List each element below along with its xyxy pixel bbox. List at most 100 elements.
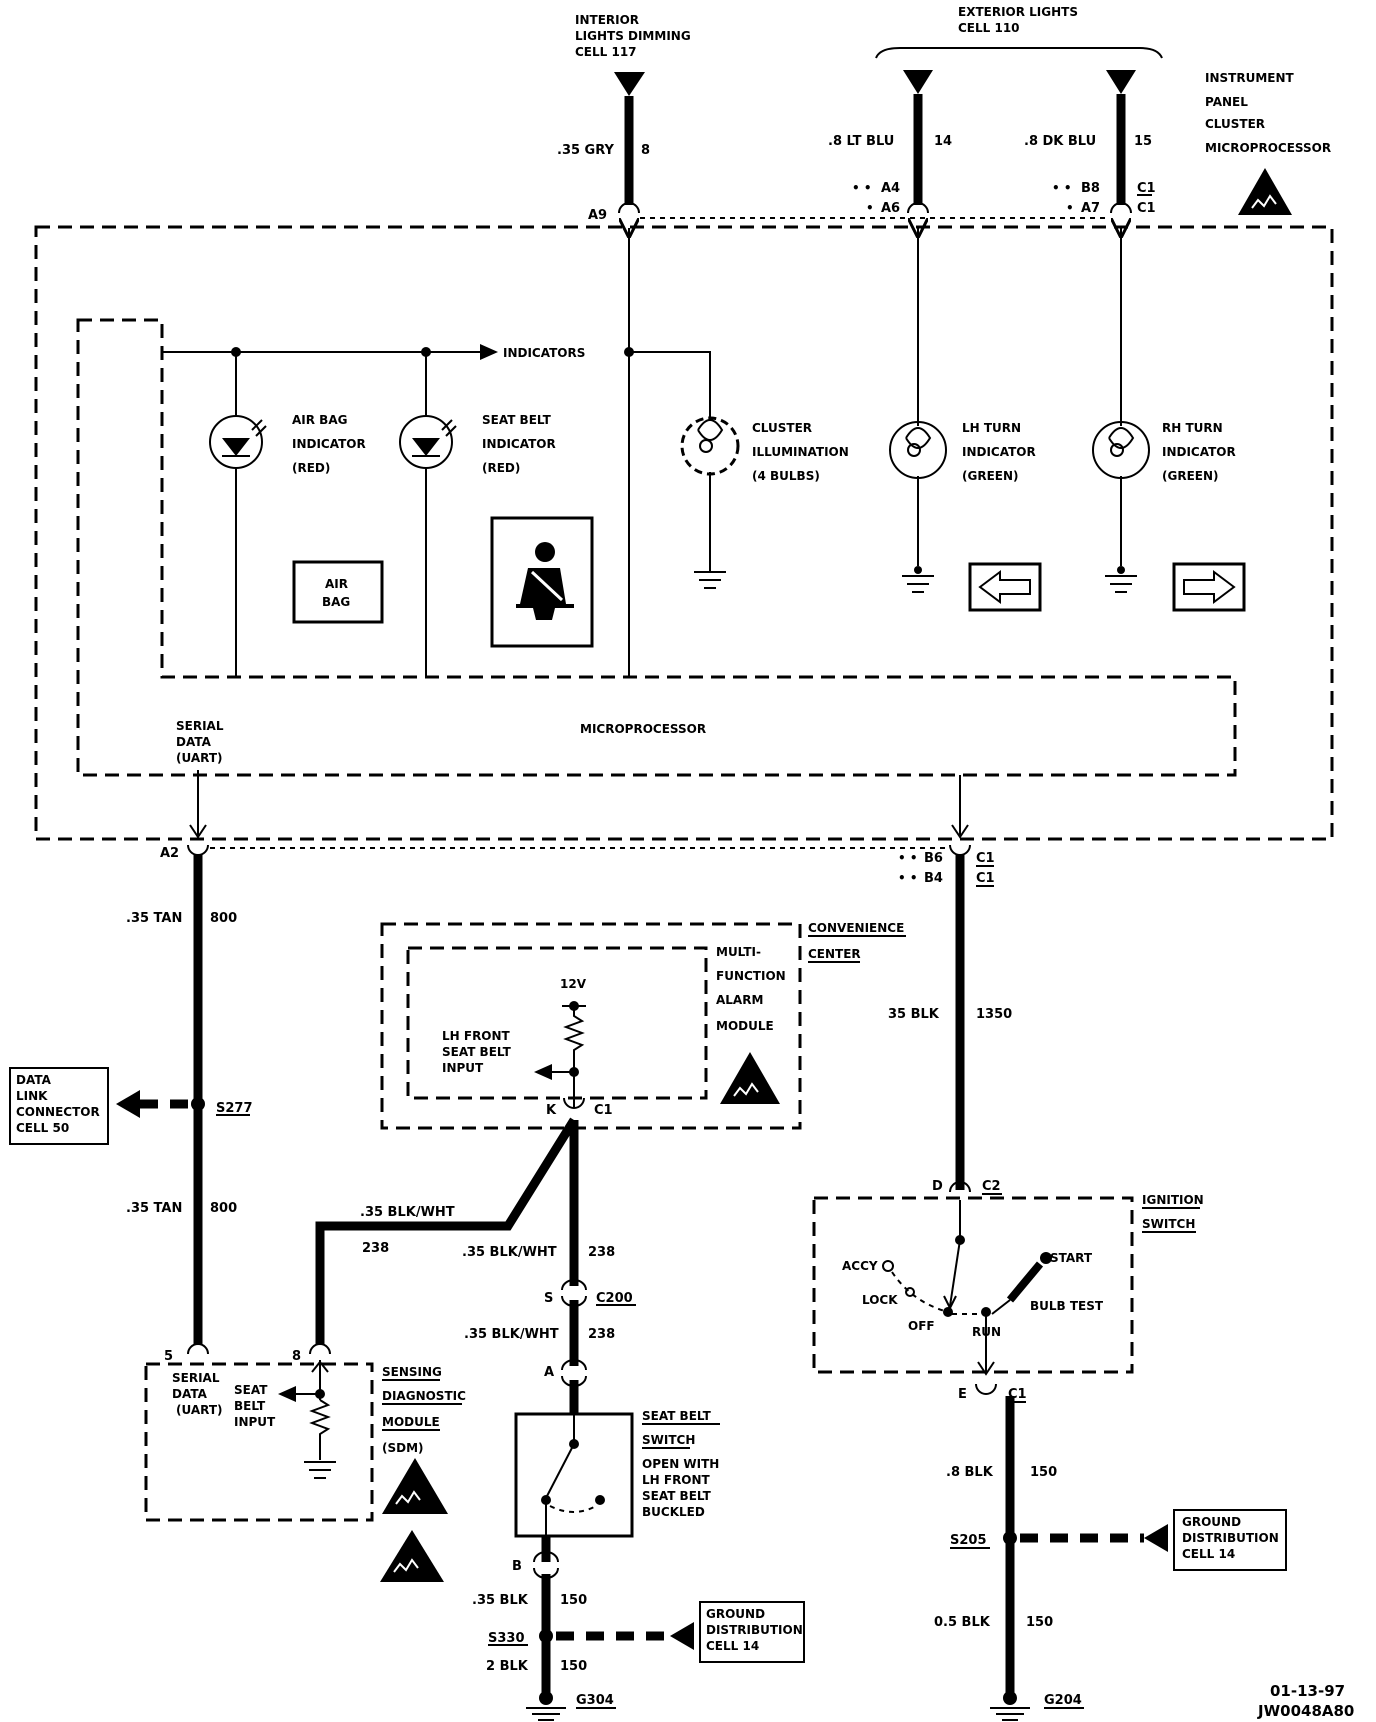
svg-text:SERIAL: SERIAL [172, 1371, 220, 1385]
svg-text:GROUND: GROUND [706, 1607, 765, 1621]
svg-text:CLUSTER: CLUSTER [1205, 117, 1265, 131]
svg-text:GROUND: GROUND [1182, 1515, 1241, 1529]
svg-text:EXTERIOR LIGHTS: EXTERIOR LIGHTS [958, 5, 1078, 19]
svg-text:S205: S205 [950, 1533, 987, 1548]
svg-text:S277: S277 [216, 1101, 253, 1116]
svg-text:INSTRUMENT: INSTRUMENT [1205, 71, 1295, 85]
wire-1350: 35 BLK 1350 [888, 855, 1012, 1190]
lh-turn-indicator: LH TURN INDICATOR (GREEN) [889, 394, 1036, 593]
svg-text:C1: C1 [976, 871, 995, 886]
wire-238: .35 BLK/WHT 238 .35 BLK/WHT 238 .35 BLK/… [315, 1117, 615, 1414]
svg-text:8: 8 [292, 1349, 301, 1364]
svg-text:800: 800 [210, 911, 237, 926]
svg-text:(GREEN): (GREEN) [1162, 469, 1219, 483]
svg-text:CENTER: CENTER [808, 947, 861, 961]
svg-text:C1: C1 [1137, 181, 1156, 196]
svg-text:150: 150 [560, 1593, 587, 1608]
exterior-lights-ref: EXTERIOR LIGHTS CELL 110 [875, 5, 1163, 94]
svg-text:G204: G204 [1044, 1693, 1082, 1708]
svg-text:FUNCTION: FUNCTION [716, 969, 786, 983]
splice-s330: S330 [488, 1622, 694, 1650]
svg-text:DIAGNOSTIC: DIAGNOSTIC [382, 1389, 466, 1403]
rh-arrow-icon [1172, 562, 1246, 612]
serial-data-label: SERIAL DATA (UART) [176, 719, 224, 839]
svg-text:14: 14 [934, 134, 952, 149]
svg-text:INDICATOR: INDICATOR [962, 445, 1036, 459]
svg-text:A7: A7 [1081, 201, 1100, 216]
svg-text:INDICATOR: INDICATOR [482, 437, 556, 451]
svg-text:238: 238 [362, 1241, 389, 1256]
svg-text:.35 GRY: .35 GRY [557, 143, 615, 158]
cluster-illumination: CLUSTER ILLUMINATION (4 BULBS) [680, 394, 849, 589]
svg-text:0.5 BLK: 0.5 BLK [934, 1615, 991, 1630]
svg-text:LIGHTS DIMMING: LIGHTS DIMMING [575, 29, 691, 43]
svg-text:.8 BLK: .8 BLK [946, 1465, 994, 1480]
svg-text:D: D [932, 1179, 943, 1194]
svg-text:DATA: DATA [176, 735, 212, 749]
svg-text:E: E [958, 1387, 967, 1402]
footer-code: 01-13-97 JW0048A80 [1257, 1682, 1354, 1720]
sdm-module: 5 8 SERIAL DATA (UART) SEAT BELT INPUT S… [144, 1343, 466, 1582]
svg-text:238: 238 [588, 1327, 615, 1342]
seatbelt-indicator: SEAT BELT INDICATOR (RED) [399, 352, 556, 677]
svg-text:START: START [1050, 1251, 1093, 1265]
airbag-indicator: AIR BAG INDICATOR (RED) [209, 352, 366, 677]
svg-text:• •: • • [852, 181, 872, 195]
ground-dist-ref-2: GROUND DISTRIBUTION CELL 14 [1173, 1509, 1287, 1571]
svg-text:C200: C200 [596, 1291, 633, 1306]
svg-text:INDICATOR: INDICATOR [1162, 445, 1236, 459]
svg-text:ALARM: ALARM [716, 993, 763, 1007]
svg-text:•: • [866, 201, 874, 215]
svg-text:35 BLK: 35 BLK [888, 1007, 940, 1022]
svg-text:DISTRIBUTION: DISTRIBUTION [1182, 1531, 1279, 1545]
svg-text:800: 800 [210, 1201, 237, 1216]
ipc-outer-box [34, 225, 1334, 841]
svg-text:AIR BAG: AIR BAG [292, 413, 347, 427]
svg-text:C2: C2 [982, 1179, 1001, 1194]
svg-text:A6: A6 [881, 201, 900, 216]
svg-text:BUCKLED: BUCKLED [642, 1505, 705, 1519]
svg-text:IGNITION: IGNITION [1142, 1193, 1204, 1207]
svg-text:SEAT BELT: SEAT BELT [642, 1489, 712, 1503]
svg-text:15: 15 [1134, 134, 1152, 149]
svg-text:CLUSTER: CLUSTER [752, 421, 812, 435]
svg-text:SEAT BELT: SEAT BELT [482, 413, 552, 427]
svg-text:G304: G304 [576, 1693, 614, 1708]
svg-text:K: K [546, 1103, 557, 1118]
airbag-icon: AIR BAG [292, 560, 384, 624]
svg-text:INPUT: INPUT [234, 1415, 276, 1429]
svg-text:A: A [544, 1365, 554, 1380]
svg-text:(RED): (RED) [292, 461, 330, 475]
svg-text:(4 BULBS): (4 BULBS) [752, 469, 820, 483]
svg-text:SERIAL: SERIAL [176, 719, 224, 733]
svg-text:.35 TAN: .35 TAN [126, 1201, 182, 1216]
svg-text:AIR: AIR [325, 577, 348, 591]
svg-text:PANEL: PANEL [1205, 95, 1248, 109]
svg-text:2 BLK: 2 BLK [486, 1659, 529, 1674]
svg-text:C1: C1 [1137, 201, 1156, 216]
microprocessor-box [76, 318, 1237, 777]
svg-text:MULTI-: MULTI- [716, 945, 761, 959]
mfam: MULTI- FUNCTION ALARM MODULE 12V LH FRON… [406, 945, 786, 1118]
svg-text:LH TURN: LH TURN [962, 421, 1021, 435]
svg-text:B8: B8 [1081, 181, 1100, 196]
svg-text:150: 150 [1026, 1615, 1053, 1630]
splice-s277: S277 [140, 1097, 253, 1116]
wire-150-left: B .35 BLK 150 2 BLK 150 [472, 1536, 587, 1696]
svg-text:•: • [1066, 201, 1074, 215]
svg-text:• •: • • [898, 851, 918, 865]
svg-text:150: 150 [560, 1659, 587, 1674]
svg-text:5: 5 [164, 1349, 173, 1364]
lh-arrow-icon [968, 562, 1042, 612]
connector-c200: S C200 A [544, 1279, 636, 1387]
svg-text:ILLUMINATION: ILLUMINATION [752, 445, 849, 459]
svg-text:ACCY: ACCY [842, 1259, 878, 1273]
wire-14: .8 LT BLU 14 [828, 94, 952, 205]
svg-text:BAG: BAG [322, 595, 350, 609]
svg-text:CELL 110: CELL 110 [958, 21, 1020, 35]
svg-text:1350: 1350 [976, 1007, 1012, 1022]
ignition-switch: D C2 IGNITION SWITCH ACCY LOCK OFF RUN S… [812, 1179, 1204, 1403]
svg-text:SWITCH: SWITCH [642, 1433, 695, 1447]
wire-15: .8 DK BLU 15 [1024, 94, 1152, 205]
svg-text:OPEN WITH: OPEN WITH [642, 1457, 719, 1471]
